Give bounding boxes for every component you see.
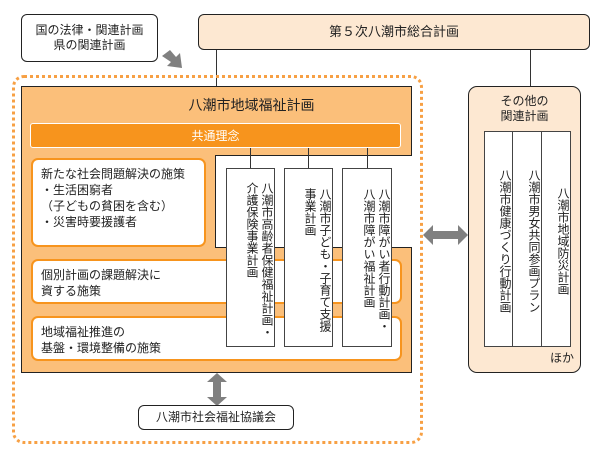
arrow-down-right-icon <box>162 50 182 68</box>
child-support-plan: 八潮市子ども・子育て支援 事業計画 <box>284 168 333 347</box>
individual-plan-issues-row: 個別計画の課題解決に 資する施策 <box>31 259 402 304</box>
double-arrow-horizontal-icon <box>423 225 468 245</box>
connector-line <box>308 148 309 168</box>
double-arrow-vertical-icon <box>207 373 227 406</box>
new-issues-row: 新たな社会問題解決の施策 ・生活困窮者 （子どもの貧困を含む） ・災害時要援護者 <box>31 158 206 247</box>
disability-plan: 八潮市障がい者行動計画・ 八潮市障がい福祉計画 <box>342 168 392 347</box>
foundation-row: 地域福祉推進の 基盤・環境整備の施策 <box>31 316 402 361</box>
welfare-plan-title: 八潮市地域福祉計画 <box>188 98 315 114</box>
connector-line <box>216 50 217 86</box>
connector-line <box>367 148 368 168</box>
disaster-prevention-plan: 八潮市地域防災計画 <box>541 131 571 347</box>
health-plan: 八潮市健康づくり行動計画 <box>484 131 513 347</box>
common-principle-band: 共通理念 <box>30 123 401 148</box>
social-welfare-council-box: 八潮市社会福祉協議会 <box>138 405 294 430</box>
national-plans-box: 国の法律・関連計画 県の関連計画 <box>21 14 158 62</box>
connector-line <box>530 50 531 86</box>
other-plans-title: その他の 関連計画 <box>500 94 549 123</box>
elderly-welfare-plan: 八潮市高齢者保健福祉計画・ 介護保険事業計画 <box>226 168 275 347</box>
connector-line <box>250 148 251 168</box>
welfare-area-boundary <box>12 75 423 444</box>
gender-equality-plan: 八潮市男女共同参画プラン <box>512 131 542 347</box>
comprehensive-plan-box: 第５次八潮市総合計画 <box>198 14 590 50</box>
etc-label: ほか <box>549 351 574 365</box>
